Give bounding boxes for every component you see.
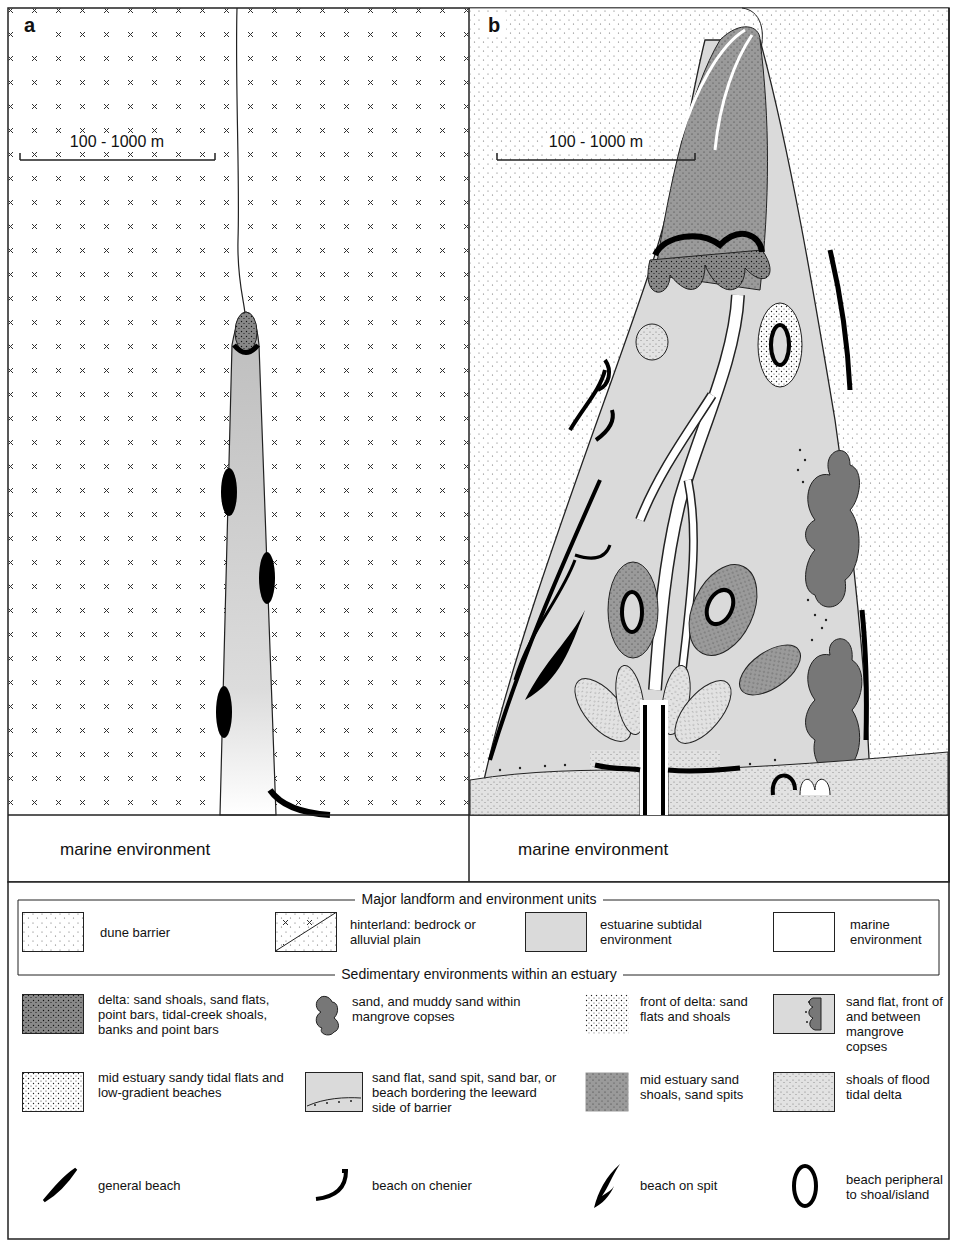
legend-text: mid estuary sandy tidal flats and low-gr…	[98, 1070, 298, 1100]
legend-text: shoals of flood tidal delta	[846, 1072, 944, 1102]
legend-swatch	[305, 1072, 363, 1112]
legend-swatch	[588, 1162, 624, 1210]
legend-text: general beach	[98, 1178, 248, 1193]
legend-swatch	[22, 912, 84, 952]
legend-text: estuarine subtidal environment	[600, 917, 740, 947]
legend-swatch	[40, 1165, 80, 1205]
legend-text: marine environment	[850, 917, 935, 947]
region-label: marine environment	[60, 840, 210, 860]
legend-text: delta: sand shoals, sand flats, point ba…	[98, 992, 298, 1037]
legend-swatch	[22, 994, 84, 1034]
legend-text: mid estuary sand shoals, sand spits	[640, 1072, 760, 1102]
legend-swatch	[790, 1162, 820, 1210]
legend-swatch	[773, 994, 835, 1034]
legend-swatch	[275, 912, 337, 952]
legend-text: hinterland: bedrock or alluvial plain	[350, 917, 500, 947]
legend-swatch	[525, 912, 587, 952]
legend-text: beach on spit	[640, 1178, 790, 1193]
scale-bar-label: 100 - 1000 m	[543, 133, 649, 151]
panel-letter: b	[482, 14, 506, 37]
legend-swatch	[22, 1072, 84, 1112]
legend-heading: Sedimentary environments within an estua…	[335, 966, 622, 982]
legend-text: beach on chenier	[372, 1178, 522, 1193]
legend-text: sand, and muddy sand within mangrove cop…	[352, 994, 522, 1024]
legend-swatch	[312, 1165, 356, 1205]
legend-text: sand flat, sand spit, sand bar, or beach…	[372, 1070, 562, 1115]
legend-swatch	[773, 1072, 835, 1112]
legend-text: front of delta: sand flats and shoals	[640, 994, 760, 1024]
region-label: marine environment	[518, 840, 668, 860]
legend-heading: Major landform and environment units	[355, 891, 602, 907]
legend-swatch	[585, 994, 629, 1034]
scale-bar-label: 100 - 1000 m	[64, 133, 170, 151]
legend-text: sand flat, front of and between mangrove…	[846, 994, 944, 1054]
legend-text: beach peripheral to shoal/island	[846, 1172, 944, 1202]
legend-text: dune barrier	[100, 925, 250, 940]
legend-swatch	[773, 912, 835, 952]
legend-swatch	[312, 994, 342, 1038]
legend-swatch	[585, 1072, 629, 1112]
panel-letter: a	[18, 14, 41, 37]
